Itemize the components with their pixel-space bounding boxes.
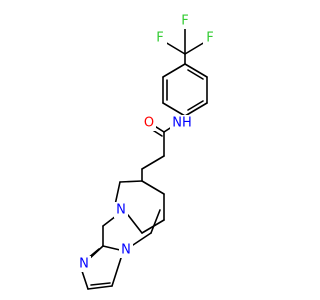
atom-imidazole-n1: N: [119, 242, 133, 258]
atom-F-top: F: [178, 13, 192, 29]
bond-ring-a: [184, 63, 208, 78]
atom-label-O: O: [144, 116, 154, 131]
bond-pip-a: [141, 180, 165, 195]
bond-ring-double-1: [187, 69, 204, 80]
bond-ring-d: [162, 102, 186, 117]
bond-pip-e: [114, 181, 121, 206]
molecule-structure-diagram: F F F O NH N N N: [77, 13, 217, 290]
bond-layer: [81, 27, 208, 290]
atom-label-NH: NH: [172, 116, 192, 131]
bond-ring-double-3: [187, 100, 204, 111]
atom-label-N-imidazole-3: N: [79, 257, 89, 272]
bond-imid-N3-C4: [81, 270, 89, 290]
atom-piperidine-nitrogen: N: [114, 202, 128, 218]
bond-CH2-CH2: [141, 155, 165, 170]
bond-imid-C4-C5: [87, 285, 113, 290]
bond-N-CH2: [102, 215, 117, 227]
atom-label-layer: F F F O NH N N N: [77, 13, 217, 272]
bond-C-F-right: [184, 41, 206, 55]
atom-label-N-imidazole-1: N: [121, 243, 131, 258]
atom-imidazole-n3: N: [77, 256, 91, 272]
bond-imid-C4-C5-double: [90, 282, 111, 286]
bond-imid-C5-N1: [111, 257, 122, 287]
bond-ring-f: [162, 63, 186, 78]
bond-ethyl-b: [150, 209, 161, 234]
bond-pip-f: [119, 180, 143, 183]
bond-N1-ethyl-a: [132, 232, 152, 246]
atom-F-left: F: [153, 30, 167, 46]
atom-label-F-left: F: [156, 31, 163, 46]
bond-C-F-left: [164, 41, 186, 55]
atom-label-F-top: F: [181, 14, 188, 29]
bond-pip-d: [127, 214, 143, 234]
atom-F-right: F: [203, 30, 217, 46]
atom-label-F-right: F: [206, 31, 213, 46]
atom-amide-oxygen: O: [142, 115, 156, 131]
atom-amide-nitrogen: NH: [170, 115, 194, 131]
bond-ring-c: [184, 102, 208, 117]
bond-imid-C2-N1: [102, 245, 121, 251]
atom-label-N-piperidine: N: [116, 203, 126, 218]
